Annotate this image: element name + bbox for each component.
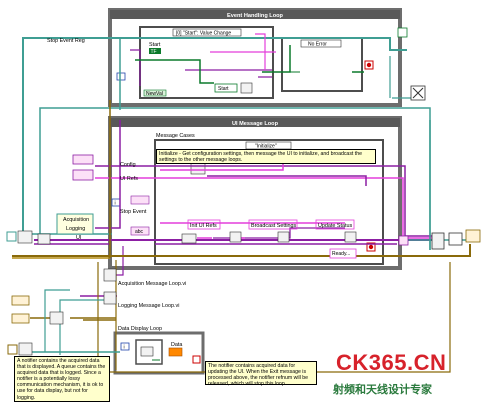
start-tf-terminal[interactable] [149,48,161,54]
subvi-nodes: Acquisition Message Loop.vi Logging Mess… [103,268,186,309]
wires [12,33,471,373]
initialize-comment: Initialize - Get configuration settings,… [156,149,376,164]
init-ui-refs-const[interactable] [187,219,221,230]
ui-loop-content: Init UI Refs Broadcast Settings Update S… [130,195,357,259]
queue-refs-cluster [56,213,94,235]
wait-on-notification-node[interactable] [140,346,154,357]
update-status-label: Update Status [318,223,352,229]
enqueue-node[interactable] [240,82,253,94]
event-loop-iteration-terminal [116,72,126,81]
queue-tunnel [130,226,150,236]
display-stop-icon[interactable] [192,355,201,364]
abc-label: abc [135,229,144,235]
event-loop-title: Event Handling Loop [227,13,284,19]
watermark-subtitle: 射频和天线设计专家 [333,384,432,396]
init-ui-refs-label: Init UI Refs [190,223,217,229]
broadcast-settings-const[interactable] [248,219,298,230]
simple-error-handler-node[interactable] [465,229,481,243]
register-events-node[interactable] [17,230,33,244]
logging-queue-label: Logging [66,226,85,232]
event-loop-output-tunnel [397,27,408,38]
notifier-type-terminal[interactable] [11,295,30,306]
get-config-subvi[interactable] [190,162,206,175]
error-in-terminal[interactable] [7,344,18,355]
stop-event-reg-label: Stop Event Reg [47,38,85,44]
ui-iter-label: i [115,201,116,207]
obtain-data-notifier-node[interactable] [18,342,33,356]
ui-refs-label: UI Refs [120,176,138,182]
data-display-title: Data Display Loop [118,326,162,332]
config-cluster-terminal[interactable] [72,154,94,165]
notifier-release-note: The notifier contains acquired data for … [205,361,317,387]
acquisition-queue-label: Acquisition [63,217,89,223]
start-label: Start [149,42,161,48]
data-display-loop: Data Display Loop i Data [113,326,205,375]
data-indicator-terminal[interactable] [168,347,183,357]
enqueue-status-node[interactable] [344,231,357,243]
notifier-case-structure [135,339,163,365]
event-handling-loop: Event Handling Loop [0] "Start": Value C… [108,8,402,107]
notifier-queue-note: A notifier contains the acquired data th… [14,356,110,402]
stop-event-label: Stop Event [120,209,147,215]
start-local-variable[interactable] [214,83,238,93]
queue-type-terminal[interactable] [11,313,30,324]
event-case-selector[interactable] [172,28,242,37]
acq-vi-label: Acquisition Message Loop.vi [118,281,186,287]
newval-label: NewVal [146,91,163,97]
ready-label: Ready... [332,251,350,257]
release-queue-node[interactable] [448,232,463,246]
obtain-queue-node[interactable] [37,233,51,245]
no-error-label: No Error [308,42,327,48]
ui-loop-title: UI Message Loop [232,121,279,127]
unbundle-node[interactable] [181,233,197,244]
event-reg-refnum-node[interactable] [6,231,17,242]
merge-errors-node[interactable] [431,232,445,250]
log-vi-label: Logging Message Loop.vi [118,303,179,309]
ready-const[interactable] [329,248,357,259]
update-status-const[interactable] [315,219,355,230]
ui-loop-iteration-terminal [111,198,121,207]
acquisition-loop-subvi[interactable] [103,268,117,282]
ui-queue-label: UI [76,235,81,241]
obtain-notifier-node[interactable] [49,311,64,325]
watermark-brand: CK365.CN [336,350,447,375]
error-case-selector[interactable] [300,39,342,48]
ui-message-loop: UI Message Loop Message Cases "Initializ… [108,116,402,270]
message-case-structure [154,139,384,265]
broadcast-settings-label: Broadcast Settings [251,223,297,229]
left-terminals: Stop Event Reg Config UI Refs Stop Event… [6,38,147,356]
message-cases-label: Message Cases [156,133,195,139]
enqueue-init-node[interactable] [229,231,242,243]
data-label: Data [171,342,182,348]
tf-label: TF [151,49,157,55]
ui-refs-cluster-terminal[interactable] [72,169,94,181]
right-nodes [397,27,481,250]
display-loop-iteration-terminal [120,342,130,351]
cluster-tunnel [130,195,150,205]
start-local-label: Start [218,86,229,92]
newval-node[interactable] [143,89,167,97]
display-iter-label: i [124,345,125,351]
enqueue-broadcast-node[interactable] [277,231,290,243]
ui-loop-output-tunnel [398,235,409,246]
config-label: Config [120,162,136,168]
initialize-case-label: "Initialize" [255,144,277,150]
logging-loop-subvi[interactable] [103,291,117,305]
event-case-label: [0] "Start": Value Change [176,31,231,37]
